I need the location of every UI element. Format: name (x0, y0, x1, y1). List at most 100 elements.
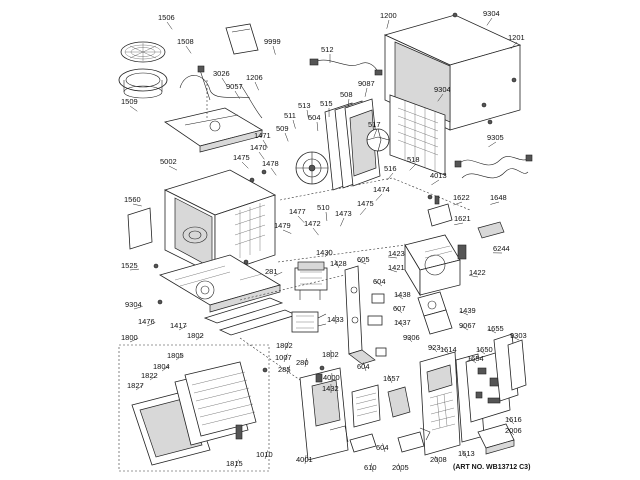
callout-6244: 6244 (493, 244, 510, 253)
callout-1650: 1650 (476, 345, 493, 354)
callout-510: 510 (317, 203, 330, 212)
leader-line (454, 222, 464, 226)
wire-harness-1648 (454, 154, 533, 179)
callout-518: 518 (407, 155, 420, 164)
screw-markers (153, 12, 517, 373)
callout-607: 607 (393, 304, 406, 313)
callout-1471: 1471 (254, 131, 271, 140)
leader-line (437, 93, 444, 102)
leader-line (382, 443, 386, 453)
callout-1616: 1616 (505, 415, 522, 424)
leader-line (507, 428, 515, 436)
leader-line (258, 151, 265, 160)
leader-line (395, 293, 404, 300)
leader-line (398, 463, 402, 473)
cover-1657 (387, 386, 411, 418)
callout-9303: 9303 (510, 331, 527, 340)
leader-line (195, 334, 204, 341)
leader-line (375, 193, 383, 201)
leader-line (149, 374, 158, 381)
leader-line (282, 229, 292, 234)
leader-line (359, 207, 367, 215)
callout-512: 512 (321, 45, 334, 54)
leader-line (477, 348, 486, 355)
leader-line (387, 172, 394, 181)
leader-line (221, 77, 227, 86)
leader-line (161, 365, 170, 372)
leader-line (166, 21, 173, 30)
callout-515: 515 (320, 99, 333, 108)
callout-5002: 5002 (160, 157, 177, 166)
door-assembly-box-1800 (118, 344, 270, 472)
leader-line (364, 87, 368, 97)
leader-line (468, 357, 477, 364)
leader-line (431, 179, 440, 186)
leader-line (283, 353, 288, 363)
leader-line (273, 271, 283, 277)
alignment-dashed-lines (206, 80, 471, 381)
wire-harness-512 (309, 58, 383, 76)
leader-line (388, 256, 398, 259)
base-plate-1417 (159, 254, 281, 313)
leader-line (325, 211, 328, 221)
transformer-1428 (294, 261, 328, 300)
callout-1423: 1423 (388, 249, 405, 258)
callout-9304-left: 9304 (125, 300, 142, 309)
callout-604-a: 604 (373, 277, 386, 286)
callout-604-c: 604 (376, 443, 389, 452)
callout-labels: 1506 1508 1509 9999 1200 9304 1201 512 3… (121, 9, 530, 472)
leader-line (129, 268, 139, 271)
leader-line (185, 45, 192, 54)
callout-610: 610 (364, 463, 377, 472)
leader-line (510, 335, 520, 341)
leader-line (453, 201, 463, 206)
panel-1655 (493, 333, 527, 402)
callout-1614: 1614 (440, 345, 457, 354)
fan-blade-516 (366, 128, 390, 152)
leader-line (272, 45, 276, 55)
leader-line (324, 249, 331, 258)
door-panel-stack (324, 98, 381, 191)
callout-1802-b: 1802 (276, 341, 293, 350)
leader-line (507, 417, 515, 425)
callout-1476: 1476 (138, 317, 155, 326)
callout-1804: 1804 (153, 362, 170, 371)
callout-285: 285 (278, 365, 291, 374)
callout-1470: 1470 (250, 143, 267, 152)
leader-line (396, 320, 404, 328)
leader-line (264, 450, 268, 460)
callout-1506: 1506 (158, 13, 175, 22)
leader-line (132, 203, 142, 207)
callout-508: 508 (340, 90, 353, 99)
callout-9304-mid: 9304 (434, 85, 451, 94)
callout-1432: 1432 (322, 384, 339, 393)
callout-281: 281 (265, 267, 278, 276)
callout-1802-c: 1802 (322, 350, 339, 359)
leader-line (434, 455, 440, 465)
callout-1439: 1439 (459, 306, 476, 315)
harness-1206 (179, 65, 263, 119)
leader-line (488, 141, 497, 148)
callout-1422: 1422 (469, 268, 486, 277)
callout-511: 511 (284, 111, 296, 120)
callout-1433: 1433 (327, 315, 344, 324)
leader-line (386, 19, 390, 29)
callout-517: 517 (368, 120, 381, 129)
leader-line (373, 128, 378, 138)
callout-1657: 1657 (383, 374, 400, 383)
callout-1508: 1508 (177, 37, 194, 46)
leader-line (146, 322, 156, 327)
leader-line (254, 81, 259, 91)
oven-cavity-assembly (163, 169, 276, 276)
leader-line (363, 362, 367, 372)
callout-504: 504 (308, 113, 321, 122)
leader-line (286, 365, 291, 375)
callout-leader-lines (129, 17, 520, 473)
callout-1430: 1430 (316, 248, 333, 257)
leader-line (510, 41, 518, 49)
callout-1200: 1200 (380, 11, 397, 20)
leader-line (234, 90, 240, 99)
callout-1417: 1417 (170, 321, 187, 330)
leader-line (460, 325, 469, 331)
callout-9999: 9999 (264, 37, 281, 46)
